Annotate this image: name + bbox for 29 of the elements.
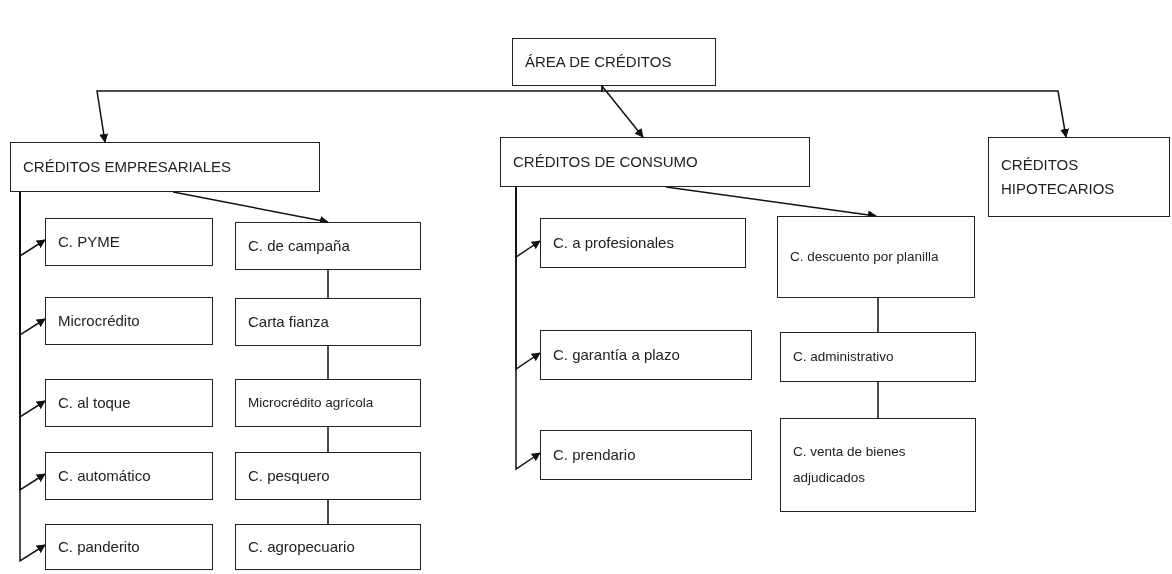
- category-box: C. PYME: [45, 218, 213, 266]
- category-box: C. a profesionales: [540, 218, 746, 268]
- category-box: CRÉDITOS DE CONSUMO: [500, 137, 810, 187]
- connector-line: [327, 499, 329, 525]
- connector-line: [877, 381, 879, 419]
- arrow: [601, 85, 644, 138]
- category-box: Microcrédito: [45, 297, 213, 345]
- connector-line: [877, 297, 879, 333]
- category-box: C. administrativo: [780, 332, 976, 382]
- category-box: C. venta de bienes adjudicados: [780, 418, 976, 512]
- category-box: C. al toque: [45, 379, 213, 427]
- category-box: Carta fianza: [235, 298, 421, 346]
- category-box: C. automático: [45, 452, 213, 500]
- category-box: ÁREA DE CRÉDITOS: [512, 38, 716, 86]
- connector-line: [327, 426, 329, 453]
- category-box: C. garantía a plazo: [540, 330, 752, 380]
- category-box: C. descuento por planilla: [777, 216, 975, 298]
- category-box: C. panderito: [45, 524, 213, 570]
- category-box: CRÉDITOS EMPRESARIALES: [10, 142, 320, 192]
- category-box: Microcrédito agrícola: [235, 379, 421, 427]
- connector-line: [327, 345, 329, 380]
- connector-line: [327, 269, 329, 299]
- category-box: C. agropecuario: [235, 524, 421, 570]
- category-box: C. pesquero: [235, 452, 421, 500]
- category-box: C. prendario: [540, 430, 752, 480]
- category-box: CRÉDITOS HIPOTECARIOS: [988, 137, 1170, 217]
- arrow: [515, 186, 541, 471]
- category-box: C. de campaña: [235, 222, 421, 270]
- arrow: [601, 85, 1070, 138]
